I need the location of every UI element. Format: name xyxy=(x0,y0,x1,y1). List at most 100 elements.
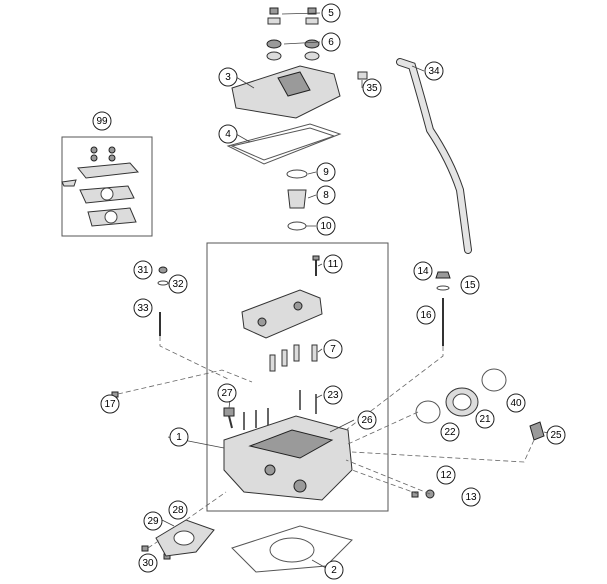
callout-5: 5 xyxy=(321,3,341,23)
callout-label: 9 xyxy=(323,167,329,178)
callout-label: 8 xyxy=(323,190,329,201)
callout-3: 3 xyxy=(218,67,238,87)
callout-22: 22 xyxy=(440,422,460,442)
callout-26: 26 xyxy=(357,410,377,430)
assembly-lines xyxy=(117,336,535,549)
callout-label: 2 xyxy=(331,565,337,576)
callout-circle xyxy=(168,274,188,294)
callout-label: 13 xyxy=(465,492,477,503)
cover-bolts xyxy=(266,7,320,61)
callout-label: 27 xyxy=(221,388,233,399)
callout-circle xyxy=(323,254,343,274)
callout-label: 33 xyxy=(137,303,149,314)
callout-circle xyxy=(475,409,495,429)
callout-circle xyxy=(100,394,120,414)
callout-label: 29 xyxy=(147,516,159,527)
gasket-kit-parts xyxy=(61,146,140,227)
callout-34: 34 xyxy=(424,61,444,81)
callout-circle xyxy=(506,393,526,413)
sleeve-8 xyxy=(287,189,307,209)
callout-21: 21 xyxy=(475,409,495,429)
breather-hose xyxy=(396,58,472,254)
cylinder-head xyxy=(223,415,353,501)
callout-40: 40 xyxy=(506,393,526,413)
callout-31: 31 xyxy=(133,260,153,280)
callout-label: 32 xyxy=(172,279,184,290)
callout-99: 99 xyxy=(92,111,112,131)
callout-label: 26 xyxy=(361,415,373,426)
leader-lines xyxy=(159,12,557,569)
callout-circle xyxy=(546,425,566,445)
callout-circle xyxy=(218,124,238,144)
callout-30: 30 xyxy=(138,553,158,573)
callout-label: 21 xyxy=(479,414,491,425)
callout-circle xyxy=(168,500,188,520)
callout-32: 32 xyxy=(168,274,188,294)
callout-circle xyxy=(316,185,336,205)
callout-circle xyxy=(440,422,460,442)
callout-13: 13 xyxy=(461,487,481,507)
callout-circle xyxy=(460,275,480,295)
callout-4: 4 xyxy=(218,124,238,144)
callout-label: 16 xyxy=(420,310,432,321)
callout-28: 28 xyxy=(168,500,188,520)
callout-circle xyxy=(357,410,377,430)
callout-label: 11 xyxy=(328,259,339,270)
clamp-40 xyxy=(481,368,507,392)
washer-32 xyxy=(157,280,169,286)
callout-27: 27 xyxy=(217,383,237,403)
valve-cover-gasket-inner xyxy=(230,127,336,161)
o-ring-9 xyxy=(286,169,308,179)
valve-cover-cap xyxy=(277,71,311,97)
valve-lifters xyxy=(269,344,318,372)
callout-circle xyxy=(323,339,343,359)
callout-circle xyxy=(218,67,238,87)
washer-15 xyxy=(436,285,450,291)
callout-circle xyxy=(138,553,158,573)
callout-label: 35 xyxy=(366,83,378,94)
callout-label: 15 xyxy=(464,280,476,291)
callout-7: 7 xyxy=(323,339,343,359)
callout-33: 33 xyxy=(133,298,153,318)
callout-10: 10 xyxy=(316,216,336,236)
nut-14 xyxy=(435,271,451,279)
o-ring-10 xyxy=(287,221,307,231)
sensor-27 xyxy=(223,407,235,417)
sensor-25 xyxy=(529,421,545,441)
callout-label: 14 xyxy=(417,266,429,277)
callout-circle xyxy=(316,162,336,182)
callout-35: 35 xyxy=(362,78,382,98)
callout-label: 5 xyxy=(328,8,334,19)
callout-label: 6 xyxy=(328,37,334,48)
callout-label: 12 xyxy=(440,470,452,481)
callout-label: 28 xyxy=(172,505,184,516)
callout-6: 6 xyxy=(321,32,341,52)
callout-circle xyxy=(169,427,189,447)
head-gasket xyxy=(231,525,353,573)
callout-15: 15 xyxy=(460,275,480,295)
callout-circle xyxy=(436,465,456,485)
callout-label: 40 xyxy=(510,398,522,409)
callout-label: 3 xyxy=(225,72,231,83)
callout-circle xyxy=(217,383,237,403)
gasket-kit-frame xyxy=(61,136,153,237)
callout-17: 17 xyxy=(100,394,120,414)
callout-label: 22 xyxy=(444,427,456,438)
valve-cover-gasket xyxy=(226,123,342,165)
cylinder-head-frame xyxy=(206,242,389,512)
camshaft-carrier xyxy=(241,289,323,339)
callout-circle xyxy=(324,560,344,580)
callout-circle xyxy=(321,3,341,23)
callout-circle xyxy=(143,511,163,531)
nut-31 xyxy=(158,266,168,274)
bolt-30 xyxy=(141,545,149,552)
callout-circle xyxy=(416,305,436,325)
callout-circle xyxy=(323,385,343,405)
callout-label: 4 xyxy=(225,129,231,140)
callout-circle xyxy=(92,111,112,131)
callout-circle xyxy=(424,61,444,81)
callout-circle xyxy=(133,298,153,318)
clamp-22 xyxy=(415,400,441,424)
callout-label: 25 xyxy=(550,430,562,441)
callout-label: 23 xyxy=(327,390,339,401)
